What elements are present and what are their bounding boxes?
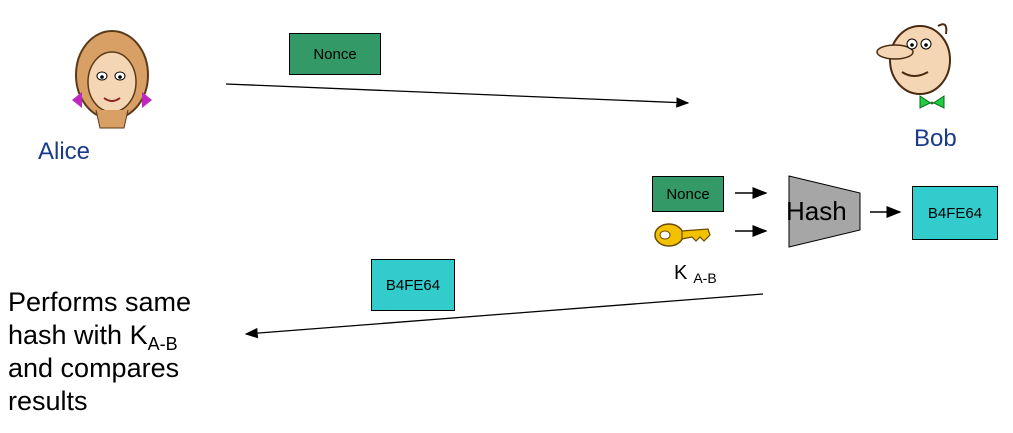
bob-label: Bob xyxy=(914,125,957,152)
alice-note-line1: Performs same xyxy=(8,287,192,317)
alice-note-line2: hash with KA-B xyxy=(8,319,191,354)
alice-note-line2-sub: A-B xyxy=(147,334,178,354)
bob-avatar-icon xyxy=(876,23,951,109)
key-label-sub: A-B xyxy=(693,270,717,286)
hash-label: Hash xyxy=(786,196,847,226)
alice-note-line4: results xyxy=(8,386,88,416)
message2-arrow xyxy=(244,293,764,339)
key-label-main: K xyxy=(674,262,688,284)
hash-function-shape xyxy=(788,175,861,248)
key-icon xyxy=(654,223,711,247)
message2-hash-box: B4FE64 xyxy=(371,259,455,311)
message1-nonce-box: Nonce xyxy=(289,33,381,75)
alice-label: Alice xyxy=(38,138,91,165)
alice-note-line3: and compares xyxy=(8,353,180,383)
alice-avatar-icon xyxy=(72,30,152,129)
hash-output-box: B4FE64 xyxy=(912,186,998,240)
hash-input-nonce-box: Nonce xyxy=(652,176,724,212)
message1-arrow xyxy=(225,83,690,108)
alice-note: Performs same hash with KA-B and compare… xyxy=(8,286,191,418)
alice-note-line2-main: hash with K xyxy=(8,320,148,350)
key-label: K A-B xyxy=(674,262,717,286)
